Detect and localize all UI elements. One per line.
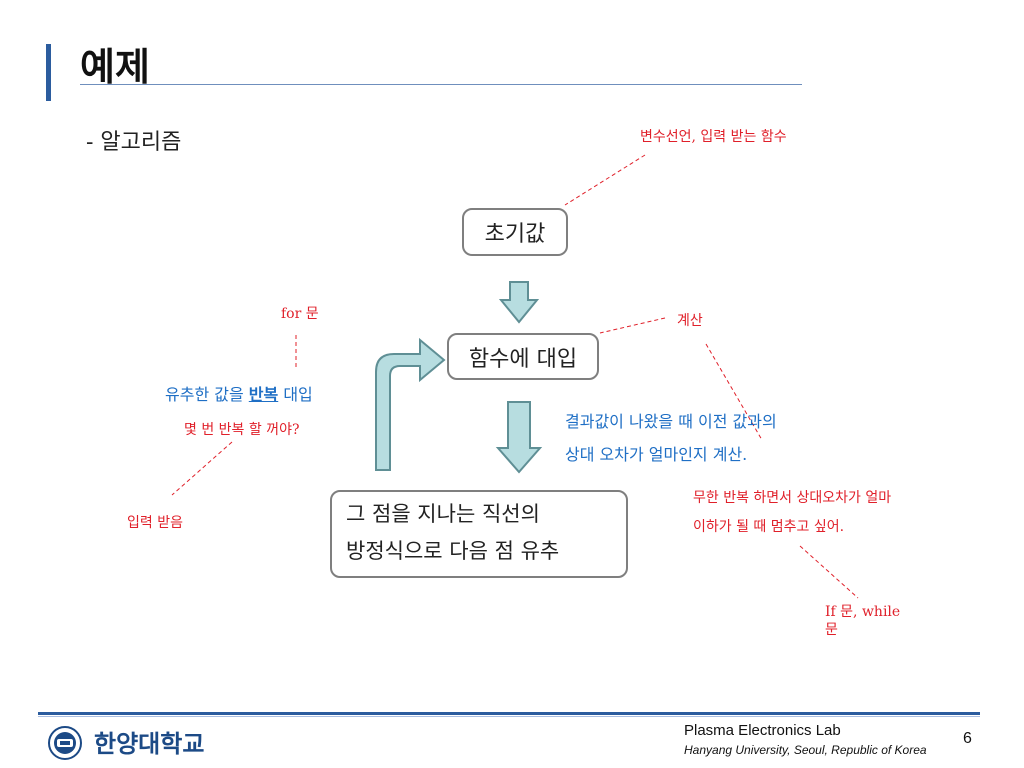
finite-repeat-pre: 유추한 값을 — [165, 385, 249, 404]
leader-var-decl — [564, 154, 646, 206]
annotation-relative-error: 결과값이 나왔을 때 이전 값과의 상대 오차가 얼마인지 계산. — [565, 405, 777, 471]
initial-value-box: 초기값 — [462, 208, 568, 256]
leader-if-while — [799, 545, 859, 599]
function-substitute-box: 함수에 대입 — [447, 333, 599, 380]
university-emblem-icon — [48, 726, 82, 760]
down-arrow-1 — [498, 281, 540, 324]
annotation-calc: 계산 — [677, 313, 703, 329]
university-name: 한양대학교 — [94, 730, 205, 758]
next-point-box: 그 점을 지나는 직선의 방정식으로 다음 점 유추 — [330, 490, 628, 578]
lab-address: Hanyang University, Seoul, Republic of K… — [684, 743, 927, 757]
footer-divider-light — [38, 716, 980, 717]
annotation-input: 입력 받음 — [127, 515, 183, 531]
annotation-finite-repeat: 유추한 값을 반복 대입 — [165, 381, 313, 405]
infinite-loop-line-1: 무한 반복 하면서 상대오차가 얼마 — [693, 490, 892, 506]
title-accent-bar — [46, 44, 51, 101]
slide-title: 예제 — [80, 45, 150, 89]
initial-value-label: 초기값 — [484, 222, 546, 247]
leader-input — [171, 441, 233, 496]
relative-error-line-2: 상대 오차가 얼마인지 계산. — [565, 445, 748, 464]
annotation-how-many: 몇 번 반복 할 꺼야? — [184, 422, 300, 438]
relative-error-line-1: 결과값이 나왔을 때 이전 값과의 — [565, 412, 777, 431]
annotation-for-loop: for 문 — [281, 306, 319, 322]
annotation-var-decl: 변수선언, 입력 받는 함수 — [640, 129, 787, 145]
footer-divider — [38, 712, 980, 715]
if-while-line-1: If 문, while — [825, 604, 901, 620]
function-substitute-label: 함수에 대입 — [468, 346, 578, 372]
title-underline — [80, 84, 802, 85]
finite-repeat-post: 대입 — [278, 385, 313, 404]
finite-repeat-emphasis: 반복 — [248, 385, 279, 404]
infinite-loop-line-2: 이하가 될 때 멈추고 싶어. — [693, 519, 845, 535]
if-while-line-2: 문 — [825, 622, 838, 638]
annotation-if-while: If 문, while 문 — [825, 603, 900, 639]
annotation-infinite-loop: 무한 반복 하면서 상대오차가 얼마 이하가 될 때 멈추고 싶어. — [693, 484, 891, 542]
page-number: 6 — [963, 730, 972, 747]
next-point-line-2: 방정식으로 다음 점 유추 — [346, 539, 560, 563]
leader-calc-box — [599, 317, 666, 334]
next-point-line-1: 그 점을 지나는 직선의 — [346, 502, 540, 526]
leader-calc-result — [705, 343, 763, 441]
slide-subtitle: - 알고리즘 — [86, 130, 182, 155]
loop-back-arrow — [375, 337, 446, 471]
down-arrow-2 — [495, 401, 543, 474]
lab-name: Plasma Electronics Lab — [684, 722, 841, 739]
